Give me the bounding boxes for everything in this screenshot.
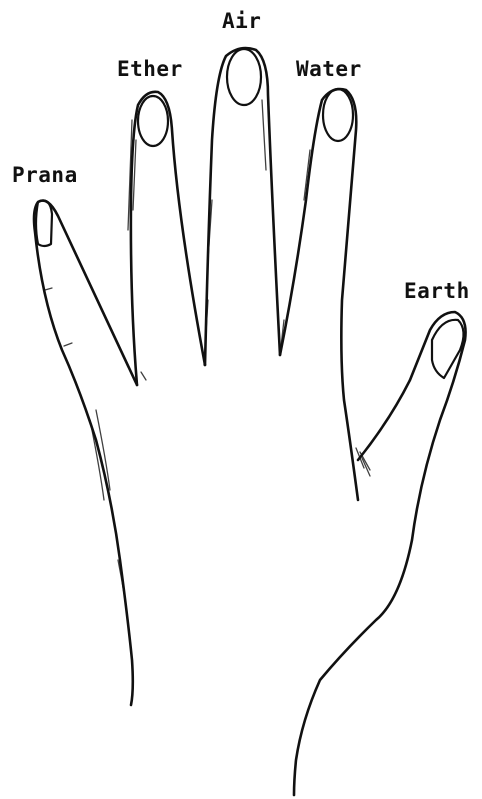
hand-shading [45, 100, 370, 640]
label-prana: Prana [12, 163, 78, 187]
label-water: Water [296, 57, 362, 81]
thumb-outline [294, 312, 466, 795]
label-earth: Earth [404, 279, 470, 303]
hand-outline-left [34, 201, 137, 705]
label-air: Air [222, 9, 261, 33]
nail-ring [138, 96, 168, 146]
nail-pinky [36, 201, 52, 247]
label-ether: Ether [117, 57, 183, 81]
finger-middle-outline [205, 48, 280, 365]
nail-thumb [432, 320, 464, 378]
nail-index [323, 89, 353, 141]
finger-index-outline [280, 89, 358, 500]
nail-middle [227, 49, 261, 105]
